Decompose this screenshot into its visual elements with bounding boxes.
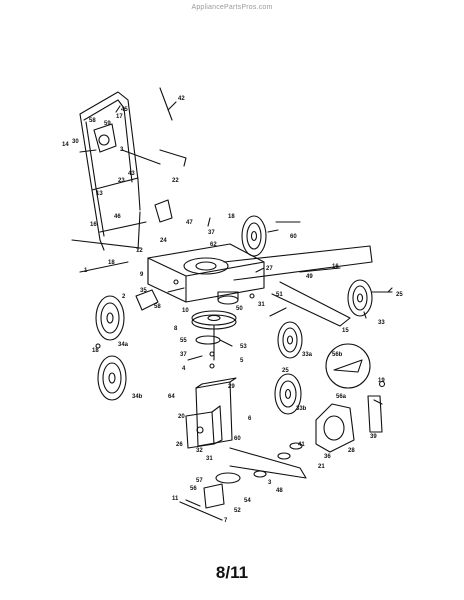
edger-wheel-b <box>274 373 302 415</box>
watermark: AppliancePartsPros.com <box>191 4 273 11</box>
callout-label: 42 <box>178 96 185 102</box>
callout-label: 64 <box>168 394 175 400</box>
front-right-wheel <box>347 279 373 317</box>
callout-label: 41 <box>298 442 305 448</box>
callout-label: 2 <box>122 294 126 300</box>
callout-label: 21 <box>318 464 325 470</box>
callout-label: 35 <box>140 288 147 294</box>
page-number: 8/11 <box>215 563 249 582</box>
callout-label: 16 <box>332 264 339 270</box>
callout-label: 5 <box>240 358 244 364</box>
callout-label: 45 <box>121 107 128 113</box>
callout-label: 33b <box>296 406 307 412</box>
callout-label: 56b <box>332 352 343 358</box>
callout-label: 59 <box>104 121 111 127</box>
callout-label: 36 <box>324 454 331 460</box>
callout-label: 56 <box>190 486 197 492</box>
callout-label: 1 <box>84 268 88 274</box>
callout-label: 58 <box>154 304 161 310</box>
callout-label: 58 <box>89 118 96 124</box>
callout-label: 24 <box>160 238 167 244</box>
callout-label: 52 <box>234 508 241 514</box>
callout-label: 27 <box>266 266 273 272</box>
callout-label: 6 <box>248 416 252 422</box>
callout-label: 29 <box>228 384 235 390</box>
callout-label: 13 <box>96 191 103 197</box>
callout-label: 26 <box>176 442 183 448</box>
edger-wheel-a <box>277 321 303 359</box>
callout-label: 31 <box>206 456 213 462</box>
callout-label: 23 <box>118 178 125 184</box>
callout-label: 62 <box>210 242 217 248</box>
rear-left-wheel <box>95 295 125 341</box>
callout-label: 37 <box>180 352 187 358</box>
callout-label: 18 <box>228 214 235 220</box>
callout-label: 22 <box>172 178 179 184</box>
callout-label: 48 <box>276 488 283 494</box>
callout-label: 3 <box>268 480 272 486</box>
callout-label: 60 <box>234 436 241 442</box>
callout-label: 49 <box>306 274 313 280</box>
callout-labels: 42 45 58 59 17 14 30 3 13 23 43 22 46 16… <box>62 96 403 524</box>
callout-label: 55 <box>180 338 187 344</box>
callout-label: 30 <box>72 139 79 145</box>
callout-label: 46 <box>114 214 121 220</box>
callout-label: 25 <box>396 292 403 298</box>
callout-label: 33a <box>302 352 313 358</box>
callout-label: 47 <box>186 220 193 226</box>
callout-label: 32 <box>196 448 203 454</box>
callout-label: 11 <box>172 496 179 502</box>
callout-label: 10 <box>182 308 189 314</box>
callout-label: 57 <box>196 478 203 484</box>
callout-label: 4 <box>182 366 186 372</box>
callout-label: 31 <box>258 302 265 308</box>
callout-label: 25 <box>282 368 289 374</box>
callout-label: 39 <box>370 434 377 440</box>
callout-label: 37 <box>208 230 215 236</box>
callout-label: 14 <box>62 142 69 148</box>
callout-label: 18 <box>108 260 115 266</box>
callout-label: 54 <box>244 498 251 504</box>
callout-label: 53 <box>240 344 247 350</box>
callout-label: 3 <box>120 147 124 153</box>
callout-label: 19 <box>378 378 385 384</box>
callout-label: 7 <box>224 518 228 524</box>
callout-label: 15 <box>342 328 349 334</box>
callout-label: 43 <box>128 171 135 177</box>
front-left-wheel <box>97 355 127 401</box>
callout-label: 8 <box>174 326 178 332</box>
callout-label: 60 <box>290 234 297 240</box>
callout-label: 56a <box>336 394 347 400</box>
callout-label: 50 <box>236 306 243 312</box>
callout-label: 34a <box>118 342 129 348</box>
callout-label: 28 <box>348 448 355 454</box>
callout-label: 16 <box>90 222 97 228</box>
callout-label: 33 <box>378 320 385 326</box>
callout-label: 9 <box>140 272 144 278</box>
callout-label: 18 <box>92 348 99 354</box>
callout-label: 17 <box>116 114 123 120</box>
callout-label: 34b <box>132 394 143 400</box>
callout-label: 12 <box>136 248 143 254</box>
rear-right-wheel <box>241 215 267 257</box>
diagram-linework <box>71 87 393 521</box>
callout-label: 51 <box>276 292 283 298</box>
callout-label: 20 <box>178 414 185 420</box>
